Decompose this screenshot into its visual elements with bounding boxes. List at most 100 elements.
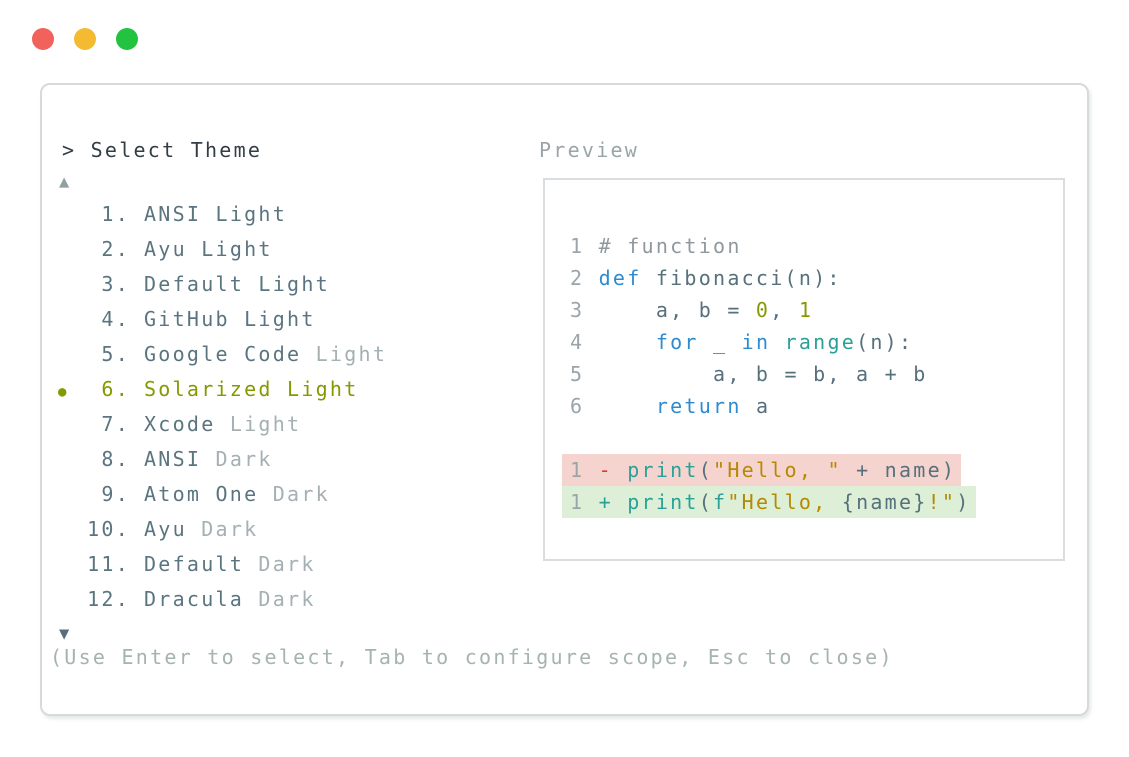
marker-spacer — [58, 306, 87, 338]
help-text: (Use Enter to select, Tab to configure s… — [50, 645, 894, 669]
selected-bullet-icon: ● — [58, 384, 69, 400]
theme-variant: Dark — [258, 587, 316, 611]
blank-line — [570, 422, 976, 454]
code-segment: + — [598, 490, 628, 514]
code-segment — [599, 394, 656, 418]
theme-item-9[interactable]: 9.Atom One Dark — [42, 478, 542, 513]
code-segment: , — [770, 298, 799, 322]
code-segment: ( — [698, 458, 714, 482]
theme-item-7[interactable]: 7. Xcode Light — [42, 408, 542, 443]
line-number: 1 — [570, 458, 599, 482]
theme-number: 7. — [101, 412, 130, 436]
marker-spacer — [58, 481, 87, 513]
diff-line-added: 1 + print(f"Hello, {name}!") — [562, 486, 976, 518]
line-number: 6 — [570, 394, 599, 418]
code-segment: 1 — [798, 298, 814, 322]
theme-variant: Dark — [215, 447, 273, 471]
theme-variant: Dark — [201, 517, 259, 541]
preview-label: Preview — [539, 138, 640, 162]
theme-name: Default Dark — [144, 552, 316, 576]
marker-spacer — [58, 586, 87, 618]
theme-number: 5. — [101, 342, 130, 366]
diff-highlight-removed: 1 - print("Hello, " + name) — [562, 454, 962, 486]
theme-item-2[interactable]: 2. Ayu Light — [42, 233, 542, 268]
theme-number: 8. — [101, 447, 130, 471]
traffic-light-minimize-button[interactable] — [74, 28, 96, 50]
code-segment: in — [741, 330, 771, 354]
theme-variant: Light — [229, 412, 302, 436]
theme-item-1[interactable]: 1. ANSI Light — [42, 198, 542, 233]
code-segment: print — [627, 458, 699, 482]
line-number: 1 — [570, 234, 599, 258]
code-segment: "Hello, — [727, 490, 842, 514]
traffic-light-zoom-button[interactable] — [116, 28, 138, 50]
code-segment: {name} — [841, 490, 928, 514]
theme-name: Ayu Light — [144, 237, 273, 261]
theme-number: 4. — [101, 307, 130, 331]
code-segment: - — [598, 458, 628, 482]
theme-number: 1. — [101, 202, 130, 226]
code-segment: ) — [956, 490, 971, 514]
theme-name: ANSI Light — [144, 202, 288, 226]
traffic-light-close-button[interactable] — [32, 28, 54, 50]
code-segment: 0 — [755, 298, 771, 322]
line-number: 4 — [570, 330, 599, 354]
theme-number: 3. — [101, 272, 130, 296]
scroll-down-indicator[interactable]: ▼ — [59, 624, 72, 644]
code-segment: return — [655, 394, 742, 418]
line-number: 3 — [570, 298, 599, 322]
code-segment: a, b = — [598, 298, 756, 322]
code-segment: !" — [927, 490, 957, 514]
marker-spacer — [58, 551, 87, 583]
theme-item-3[interactable]: 3. Default Light — [42, 268, 542, 303]
theme-selector-window: > Select Theme ▲ 1. ANSI Light 2. Ayu Ligh… — [40, 83, 1089, 716]
theme-item-5[interactable]: 5. Google Code Light — [42, 338, 542, 373]
code-segment: # function — [598, 234, 742, 258]
theme-variant: Light — [315, 342, 388, 366]
code-line: 6 return a — [570, 390, 976, 422]
theme-variant: Dark — [272, 482, 330, 506]
theme-item-12[interactable]: 12.Dracula Dark — [42, 583, 542, 618]
code-line: 4 for _ in range(n): — [570, 326, 976, 358]
code-segment: a — [741, 394, 771, 418]
theme-item-11[interactable]: 11.Default Dark — [42, 548, 542, 583]
line-number: 1 — [570, 490, 599, 514]
theme-item-4[interactable]: 4.GitHub Light — [42, 303, 542, 338]
theme-list: 1. ANSI Light 2. Ayu Light 3. Default Light… — [42, 198, 542, 618]
code-segment: f — [713, 490, 728, 514]
marker-spacer — [58, 201, 87, 233]
code-segment: print — [627, 490, 699, 514]
code-line: 5 a, b = b, a + b — [570, 358, 976, 390]
scroll-up-indicator[interactable]: ▲ — [59, 172, 72, 192]
marker-spacer — [58, 236, 87, 268]
marker-spacer — [58, 516, 87, 548]
theme-name: Default Light — [144, 272, 330, 296]
theme-variant: Light — [201, 237, 273, 261]
code-segment — [770, 330, 784, 354]
theme-number: 10. — [87, 517, 130, 541]
line-number: 5 — [570, 362, 599, 386]
code-line: 3 a, b = 0, 1 — [570, 294, 976, 326]
code-segment: + name) — [841, 458, 957, 482]
theme-variant: Dark — [258, 552, 316, 576]
theme-variant: Light — [258, 272, 330, 296]
theme-name: Solarized Light — [144, 377, 359, 401]
diff-highlight-added: 1 + print(f"Hello, {name}!") — [562, 486, 976, 518]
theme-name: Google Code Light — [144, 342, 388, 366]
theme-item-10[interactable]: 10.Ayu Dark — [42, 513, 542, 548]
code-segment: def — [598, 266, 642, 290]
theme-name: Xcode Light — [144, 412, 302, 436]
marker-spacer — [58, 341, 87, 373]
select-theme-prompt: > Select Theme — [62, 138, 263, 162]
code-segment: range — [784, 330, 857, 354]
theme-item-6[interactable]: ●6.Solarized Light — [42, 373, 542, 408]
marker-spacer — [58, 411, 87, 443]
code-segment: for — [655, 330, 699, 354]
theme-name: ANSI Dark — [144, 447, 273, 471]
code-segment: fibonacci(n): — [641, 266, 842, 290]
theme-item-8[interactable]: 8. ANSI Dark — [42, 443, 542, 478]
theme-variant: Light — [244, 307, 316, 331]
theme-number: 2. — [101, 237, 130, 261]
theme-number: 9. — [101, 482, 130, 506]
